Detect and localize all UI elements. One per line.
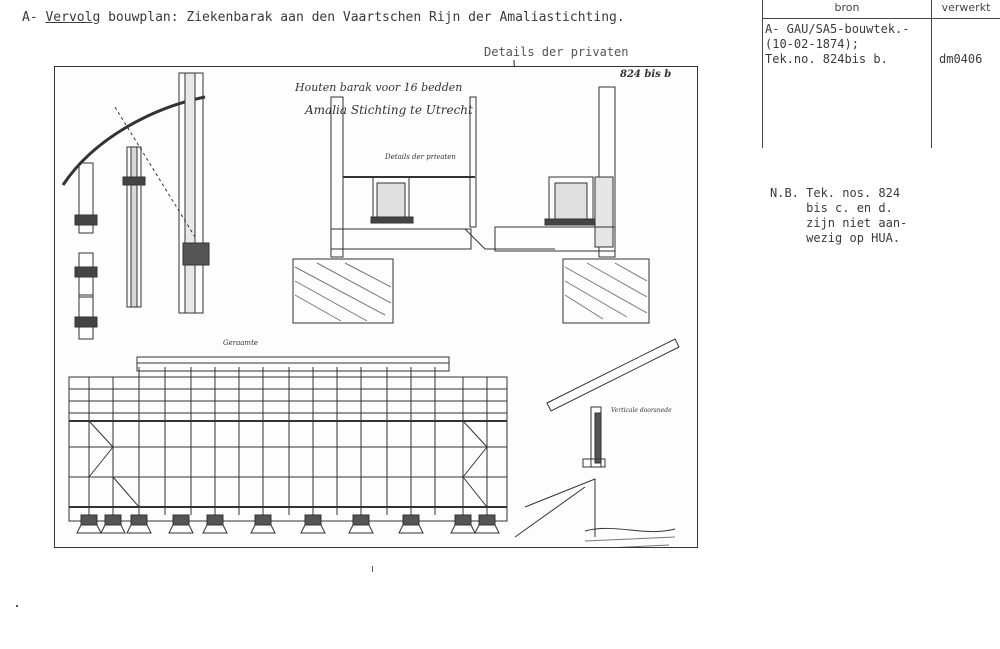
drawing-title: Houten barak voor 16 bedden bbox=[295, 81, 463, 94]
header-vervolg: Vervolg bbox=[45, 10, 101, 25]
note-line: bis c. en d. bbox=[770, 201, 893, 215]
bron-line: Tek.no. 824bis b. bbox=[765, 52, 888, 66]
nb-note: N.B. Tek. nos. 824 bis c. en d. zijn nie… bbox=[770, 186, 907, 246]
geraamte-caption: Geraamte bbox=[223, 339, 259, 347]
header-prefix: A- bbox=[22, 10, 38, 25]
drawing-subtitle: Amalia Stichting te Utrecht bbox=[305, 103, 473, 117]
metadata-table: bron verwerkt A- GAU/SA5-bouwtek.- (10-0… bbox=[762, 0, 1000, 148]
drawing-corner-code: 824 bis b bbox=[620, 69, 672, 80]
architectural-drawing: 824 bis b Houten barak voor 16 bedden Am… bbox=[54, 66, 698, 548]
privaten-caption: Details der privaten bbox=[385, 153, 456, 161]
bron-line: (10-02-1874); bbox=[765, 37, 859, 51]
table-divider bbox=[763, 18, 1000, 19]
drawing-sketch bbox=[61, 72, 680, 547]
bron-cell: A- GAU/SA5-bouwtek.- (10-02-1874); Tek.n… bbox=[765, 22, 910, 67]
table-column-divider bbox=[931, 0, 932, 148]
header-title: bouwplan: Ziekenbarak aan den Vaartschen… bbox=[100, 10, 625, 25]
note-line: N.B. Tek. nos. 824 bbox=[770, 186, 901, 200]
bron-line: A- GAU/SA5-bouwtek.- bbox=[765, 22, 910, 36]
scan-speck bbox=[372, 566, 373, 572]
scan-speck bbox=[16, 605, 18, 607]
verwerkt-cell: dm0406 bbox=[939, 52, 983, 66]
document-header: A- Vervolg bouwplan: Ziekenbarak aan den… bbox=[22, 10, 625, 25]
column-header-bron: bron bbox=[834, 1, 860, 14]
column-header-verwerkt: verwerkt bbox=[941, 1, 991, 14]
note-line: zijn niet aan- bbox=[770, 216, 908, 230]
verticale-doorsnede-caption: Verticale doorsnede bbox=[611, 407, 672, 414]
note-line: wezig op HUA. bbox=[770, 231, 901, 245]
details-privaten-label: Details der privaten bbox=[484, 45, 629, 59]
